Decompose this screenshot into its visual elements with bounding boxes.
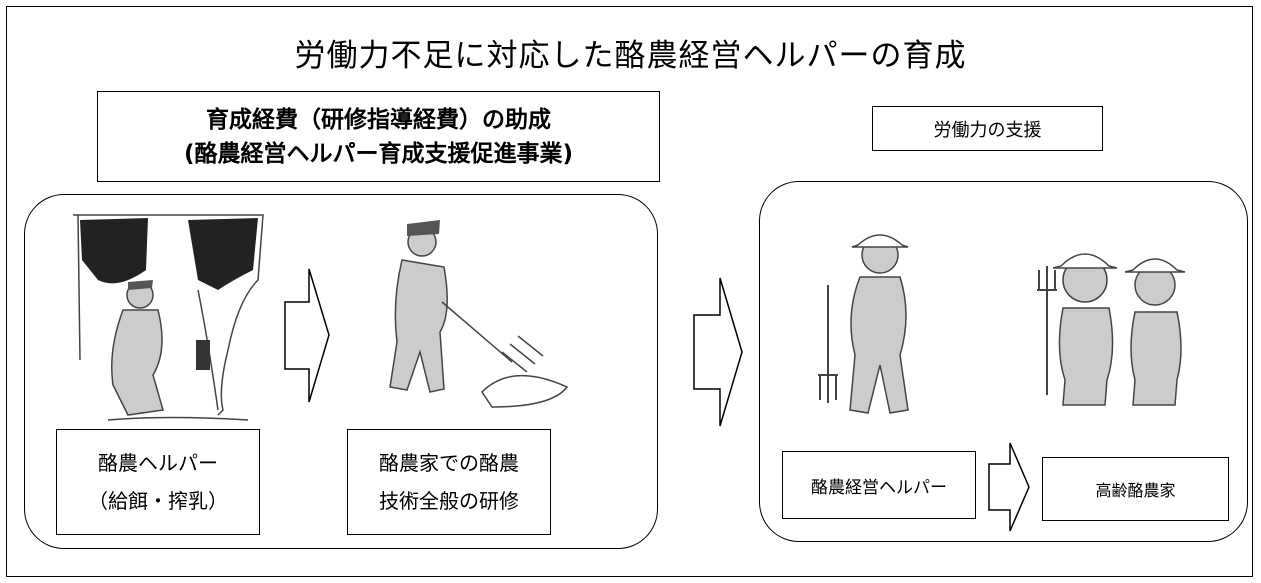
helper-card-line1: 酪農ヘルパー (98, 451, 218, 475)
support-panel (759, 181, 1248, 542)
funding-line2: (酪農経営ヘルパー育成支援促進事業) (183, 140, 574, 167)
training-card-line1: 酪農家での酪農 (379, 451, 519, 475)
cow-milking-illustration (73, 214, 264, 421)
elderly-farmers-card: 高齢酪農家 (1042, 457, 1229, 521)
training-card: 酪農家での酪農 技術全般の研修 (347, 429, 551, 535)
helper-with-pitchfork-illustration (818, 234, 909, 414)
helper-card-line2: （給餌・搾乳） (88, 489, 228, 513)
arrow-right-icon (693, 277, 743, 427)
management-helper-card: 酪農経営ヘルパー (782, 451, 976, 519)
arrow-right-icon (284, 268, 330, 403)
diagram-frame (6, 6, 1253, 577)
labor-support-box: 労働力の支援 (872, 106, 1103, 151)
funding-box: 育成経費（研修指導経費）の助成 (酪農経営ヘルパー育成支援促進事業) (97, 91, 660, 182)
training-panel (24, 194, 658, 549)
training-card-line2: 技術全般の研修 (379, 489, 519, 513)
farmer-forking-hay-illustration (389, 220, 569, 408)
elderly-farmers-illustration (1037, 253, 1186, 406)
helper-card: 酪農ヘルパー （給餌・搾乳） (56, 429, 260, 535)
funding-line1: 育成経費（研修指導経費）の助成 (206, 106, 551, 133)
page-title: 労働力不足に対応した酪農経営ヘルパーの育成 (294, 38, 967, 74)
arrow-right-icon (988, 442, 1030, 532)
